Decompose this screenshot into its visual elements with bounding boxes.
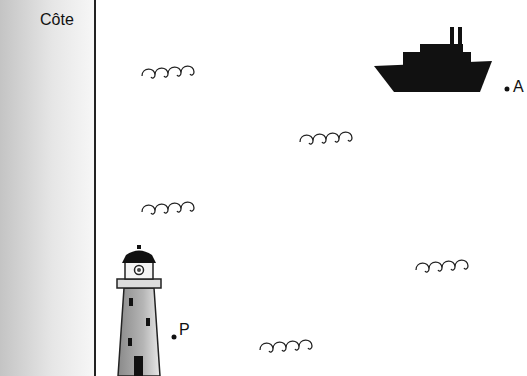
coast-band [0, 0, 95, 376]
ship-silhouette [374, 27, 492, 92]
coast-label: Côte [40, 12, 74, 28]
wave-symbol [416, 260, 468, 272]
wave-symbol [260, 340, 312, 352]
wave-symbol [142, 66, 194, 78]
point-label: A [513, 79, 524, 95]
point-label: P [179, 322, 190, 338]
wave-symbol [142, 202, 194, 214]
waves [142, 66, 468, 352]
coast-line [94, 0, 96, 376]
point-marker [505, 87, 510, 92]
point-marker [172, 335, 177, 340]
wave-symbol [300, 132, 352, 144]
lighthouse [117, 245, 161, 376]
